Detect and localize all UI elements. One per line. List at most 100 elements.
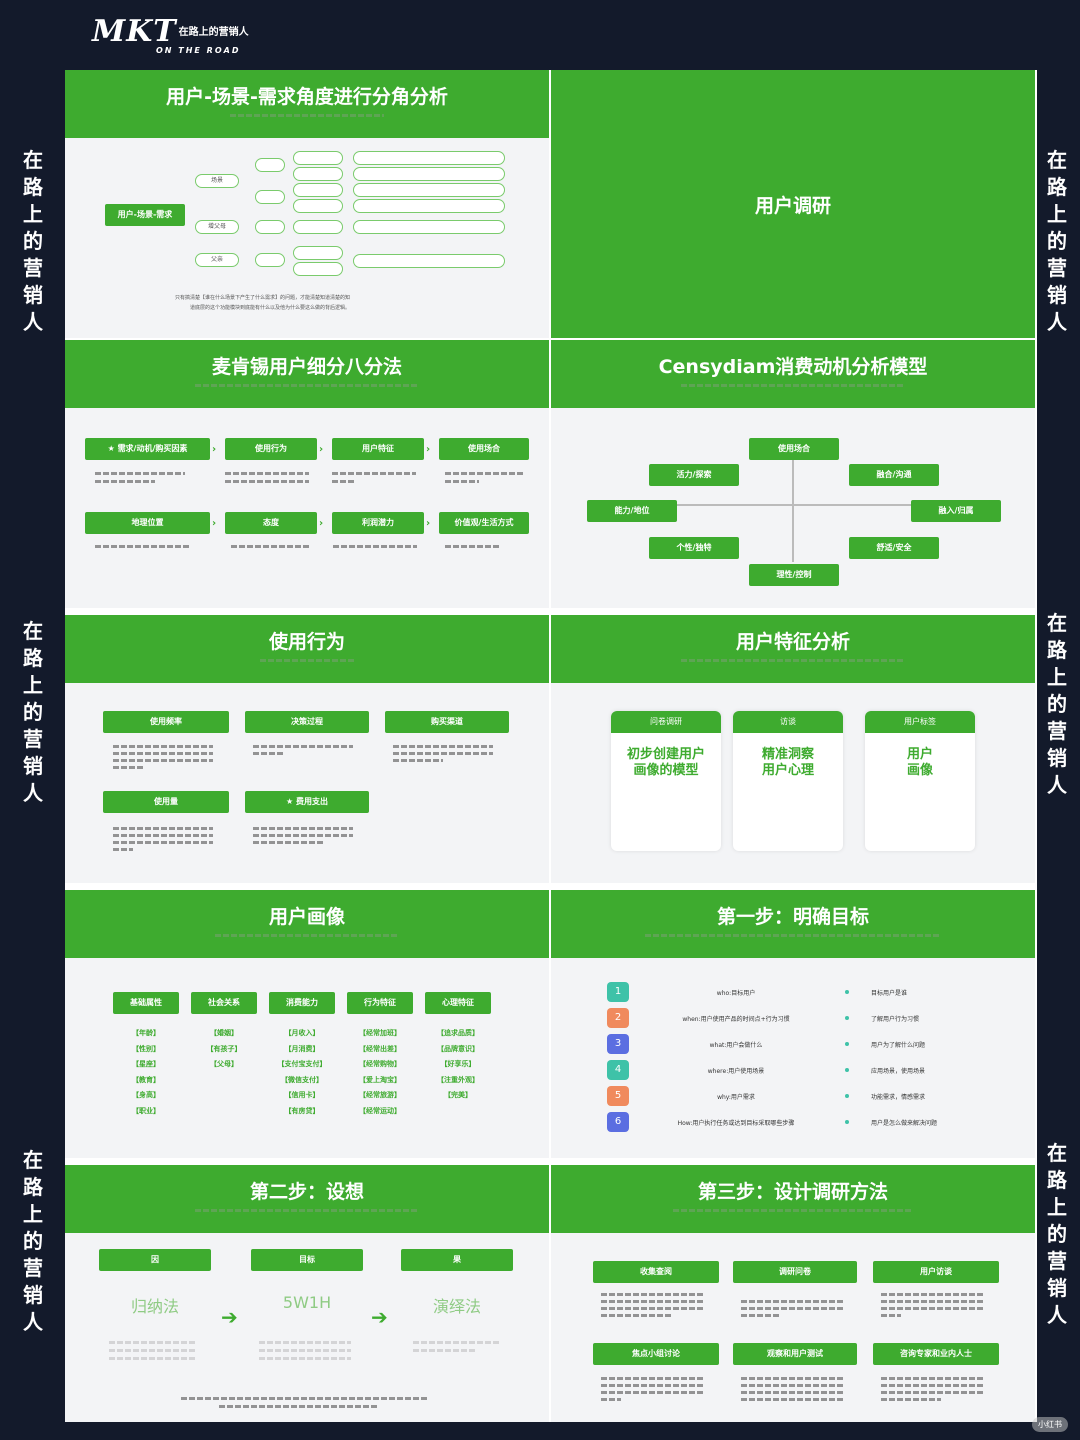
arrow-right-icon: ➔ [371, 1305, 388, 1329]
dot-marker [845, 1016, 849, 1020]
motive-node: 舒适/安全 [849, 537, 939, 559]
persona-tag: 【追求品质】 [437, 1029, 479, 1037]
slide-title: 用户调研 [551, 70, 1035, 338]
slide-title: 用户-场景-需求角度进行分角分析 [166, 86, 448, 108]
slide-title: Censydiam消费动机分析模型 [658, 356, 928, 378]
behavior-item: 购买渠道 [385, 711, 509, 733]
persona-tag: 【年龄】 [132, 1029, 160, 1037]
side-label-left-3: 在 路 上 的 营 销 人 [23, 1148, 43, 1334]
branch-node: 场景 [195, 174, 239, 188]
persona-tag: 【品牌意识】 [437, 1044, 479, 1053]
persona-tag: 【性别】 [132, 1044, 160, 1053]
persona-tag: 【完美】 [444, 1091, 472, 1099]
persona-tag: 【月消费】 [284, 1044, 320, 1053]
branch-node: 父亲 [195, 253, 239, 267]
slide-user-research: 用户调研 [551, 70, 1035, 338]
arrow-right-icon: ➔ [221, 1305, 238, 1329]
behavior-item: 决策过程 [245, 711, 369, 733]
step-number: 1 [607, 982, 629, 1002]
persona-tag: 【身高】 [132, 1091, 160, 1099]
step-number: 2 [607, 1008, 629, 1028]
persona-tag: 【职业】 [132, 1106, 160, 1115]
persona-tag: 【父母】 [210, 1060, 238, 1068]
persona-tag: 【星座】 [132, 1060, 160, 1068]
motive-node: 使用场合 [749, 438, 839, 460]
persona-tag: 【教育】 [132, 1075, 160, 1084]
motive-node: 活力/探索 [649, 464, 739, 486]
hypo-head: 因 [99, 1249, 211, 1271]
method-item: 用户访谈 [873, 1261, 999, 1283]
motive-node: 理性/控制 [749, 564, 839, 586]
persona-tag: 【婚姻】 [210, 1029, 238, 1037]
method-item: 焦点小组讨论 [593, 1343, 719, 1365]
slide-title: 用户特征分析 [735, 631, 850, 653]
goal-answer: 了解用户行为习惯 [871, 1016, 920, 1023]
note-line-2: 道底层的这个功能模块到底能有什么以及他为什么要这么做的背后逻辑。 [190, 305, 351, 311]
hypo-body: 归纳法 [130, 1297, 179, 1316]
persona-col-head: 行为特征 [347, 992, 413, 1014]
dot-marker [845, 1094, 849, 1098]
dot-marker [845, 1068, 849, 1072]
method-item: 观察和用户测试 [733, 1343, 857, 1365]
side-label-left-2: 在 路 上 的 营 销 人 [23, 619, 43, 805]
segment-item: ★ 需求/动机/购买因素 [85, 438, 210, 460]
persona-tag: 【经常出差】 [359, 1044, 401, 1053]
persona-col-head: 心理特征 [425, 992, 491, 1014]
persona-tag: 【经常加班】 [359, 1029, 401, 1037]
persona-col-head: 社会关系 [191, 992, 257, 1014]
slide-censydiam: Censydiam消费动机分析模型 使用场合 活力/探索 融合/沟通 能力/地位… [551, 340, 1035, 608]
goal-answer: 用户是怎么做来解决问题 [871, 1120, 938, 1127]
method-item: 收集查阅 [593, 1261, 719, 1283]
feature-card: 访谈 精准洞察用户心理 [733, 711, 843, 851]
dot-marker [845, 1042, 849, 1046]
persona-tag: 【有孩子】 [206, 1044, 242, 1053]
feature-card: 用户标签 用户画像 [865, 711, 975, 851]
step-number: 4 [607, 1060, 629, 1080]
segment-item: 利润潜力 [332, 512, 424, 534]
persona-col-head: 消费能力 [269, 992, 335, 1014]
hypo-head: 果 [401, 1249, 513, 1271]
persona-tag: 【经常运动】 [359, 1106, 401, 1115]
segment-item: 态度 [225, 512, 317, 534]
goal-question: where:用户使用场景 [707, 1068, 765, 1075]
motive-node: 能力/地位 [587, 500, 677, 522]
hypo-body: 5W1H [282, 1293, 332, 1312]
slide-user-persona: 用户画像 基础属性【年龄】【性别】【星座】【教育】【身高】【职业】 社会关系【婚姻… [65, 890, 549, 1158]
step-number: 6 [607, 1112, 629, 1132]
persona-tag: 【好享乐】 [440, 1060, 476, 1068]
method-item: 咨询专家和业内人士 [873, 1343, 999, 1365]
persona-tag: 【经常购物】 [359, 1060, 401, 1068]
persona-tag: 【支付宝支付】 [277, 1060, 327, 1068]
persona-tag: 【信用卡】 [284, 1091, 320, 1099]
hypo-head: 目标 [251, 1249, 363, 1271]
dot-marker [845, 1120, 849, 1124]
goal-answer: 功能需求，情感需求 [871, 1094, 926, 1101]
slide-step3-method: 第三步：设计调研方法 收集查阅 调研问卷 用户访谈 焦点小组讨论 观察和用户测试… [551, 1165, 1035, 1422]
hypo-body: 演绎法 [432, 1297, 481, 1316]
branch-node: 增父母 [195, 220, 239, 234]
goal-answer: 目标用户是谁 [871, 990, 908, 997]
step-number: 5 [607, 1086, 629, 1106]
goal-question: who:目标用户 [716, 990, 756, 997]
behavior-item: ★ 费用支出 [245, 791, 369, 813]
step-number: 3 [607, 1034, 629, 1054]
persona-tag: 【月收入】 [284, 1029, 320, 1037]
segment-item: 地理位置 [85, 512, 210, 534]
slide-grid: 用户-场景-需求角度进行分角分析 用户-场景-需求 场景 增父母 父亲 只有搞清… [65, 70, 1037, 1422]
segment-item: 使用场合 [439, 438, 529, 460]
segment-item: 用户特征 [332, 438, 424, 460]
slide-title: 用户画像 [268, 906, 345, 928]
segment-item: 使用行为 [225, 438, 317, 460]
dot-marker [845, 990, 849, 994]
segment-item: 价值观/生活方式 [439, 512, 529, 534]
slide-title: 麦肯锡用户细分八分法 [211, 356, 402, 378]
persona-tag: 【经常旅游】 [359, 1091, 401, 1099]
goal-question: How:用户执行任务或达到目标采取哪些步骤 [677, 1120, 795, 1127]
note-line-1: 只有搞清楚【谁在什么场景下产生了什么需求】的问题，才能清楚知道清楚的知 [175, 295, 351, 301]
persona-tag: 【微信支付】 [281, 1075, 323, 1084]
persona-tag: 【注重外观】 [437, 1075, 479, 1084]
slide-step2-hypothesis: 第二步：设想 因 目标 果 归纳法 5W1H 演绎法 ➔ ➔ [65, 1165, 549, 1422]
persona-col-head: 基础属性 [113, 992, 179, 1014]
